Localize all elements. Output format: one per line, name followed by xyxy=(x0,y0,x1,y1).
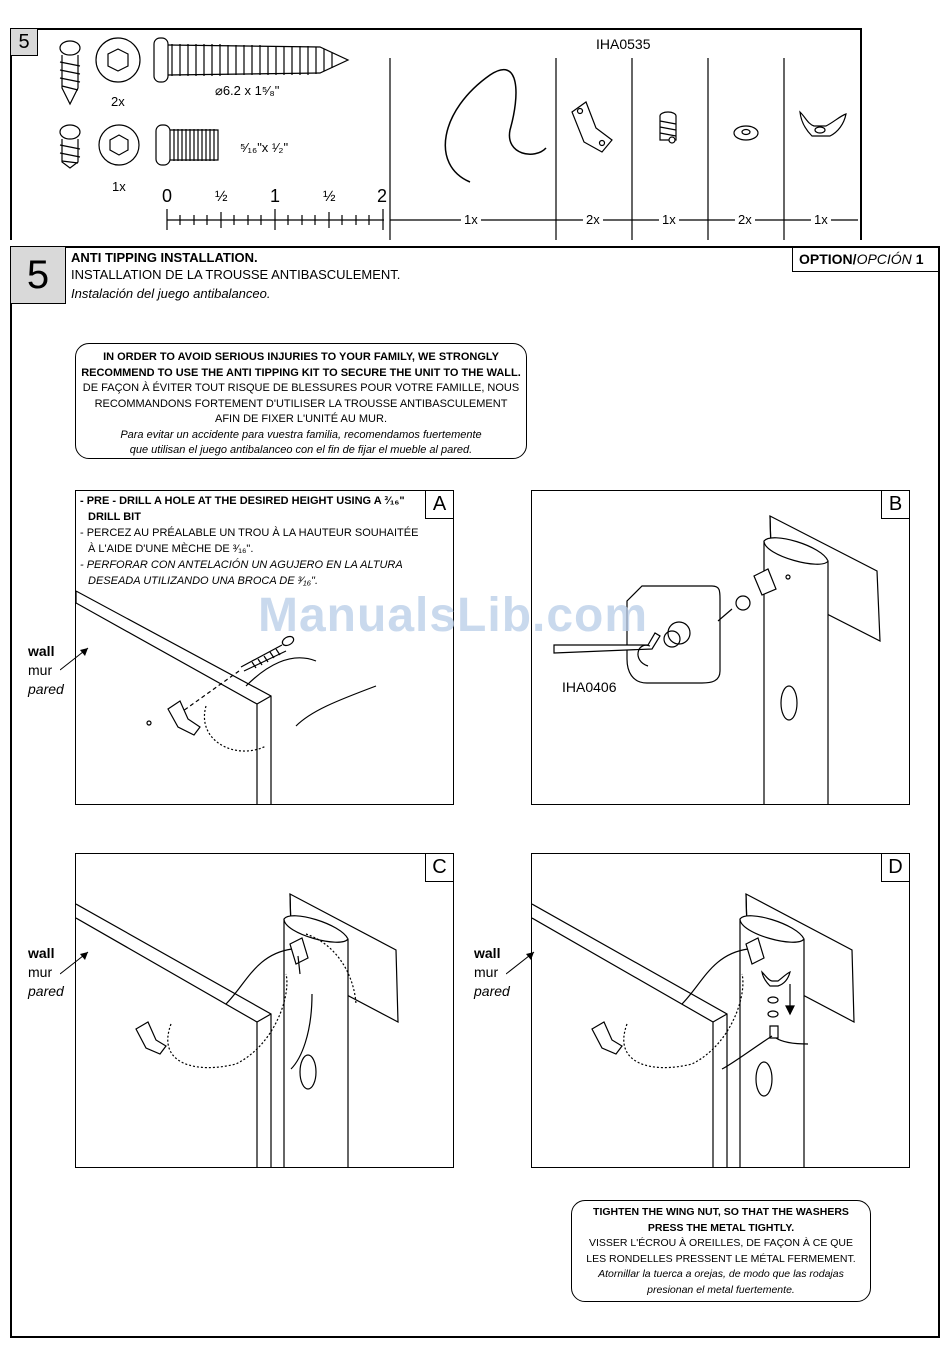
anchor-screw-icon xyxy=(240,635,295,672)
cable-icon xyxy=(444,68,547,183)
bracket-a-icon xyxy=(167,700,201,736)
cable-loop-c xyxy=(167,973,288,1069)
washer-icon xyxy=(733,125,759,141)
panel-a-drawing xyxy=(76,590,377,804)
hardware-panel xyxy=(10,28,862,240)
long-screw-size: ⌀6.2 x 1⁵⁄₈" xyxy=(215,83,280,98)
post-slot xyxy=(780,685,798,721)
part-code: IHA0535 xyxy=(596,36,651,52)
panel-d-drawing xyxy=(532,892,855,1167)
panel-c-letter: C xyxy=(425,854,453,882)
wall-arrow-c xyxy=(60,951,89,975)
inch-ruler xyxy=(166,209,384,230)
tool-callout xyxy=(626,585,721,684)
bracket-qty: 2x xyxy=(583,212,603,227)
long-screw-side-icon xyxy=(153,37,350,83)
cabinet-post-c xyxy=(283,915,349,1167)
tighten-note: TIGHTEN THE WING NUT, SO THAT THE WASHER… xyxy=(571,1200,871,1302)
bracket-b-icon xyxy=(753,568,777,596)
panel-a-letter: A xyxy=(425,491,453,519)
main-panel xyxy=(10,246,940,1338)
bracket-c-lower xyxy=(135,1021,167,1055)
cabinet-post xyxy=(763,537,829,804)
long-screw-icon xyxy=(59,40,81,106)
hardware-step-number: 5 xyxy=(10,28,38,56)
main-step-number: 5 xyxy=(10,246,66,304)
allen-key-icon xyxy=(553,632,661,654)
title-fr: INSTALLATION DE LA TROUSSE ANTIBASCULEME… xyxy=(71,267,401,282)
title-es: Instalación del juego antibalanceo. xyxy=(71,286,271,301)
cable-qty: 1x xyxy=(461,212,481,227)
long-screw-qty: 2x xyxy=(111,94,125,109)
bracket-d-lower xyxy=(591,1021,623,1055)
panel-b-drawing xyxy=(553,515,881,804)
wing-nut-qty: 1x xyxy=(811,212,831,227)
washer-d-2 xyxy=(767,1010,779,1018)
panel-a: A - PRE - DRILL A HOLE AT THE DESIRED HE… xyxy=(75,490,454,805)
short-bolt-qty: 1x xyxy=(112,179,126,194)
panel-d-letter: D xyxy=(881,854,909,882)
panel-b: B IHA0406 xyxy=(531,490,910,805)
wall-label-c: wall mur pared xyxy=(28,945,64,999)
bolt-qty: 1x xyxy=(659,212,679,227)
bolt-icon xyxy=(659,111,677,144)
warning-box: IN ORDER TO AVOID SERIOUS INJURIES TO YO… xyxy=(75,343,527,459)
ruler-label-2: 2 xyxy=(377,186,388,206)
title-en: ANTI TIPPING INSTALLATION. xyxy=(71,250,258,265)
bracket-c-upper xyxy=(289,937,309,965)
ruler-label-1: 1 xyxy=(270,186,281,206)
wall-arrow-d xyxy=(506,951,535,975)
post-slot-c xyxy=(299,1054,317,1090)
option-label: OPTION/OPCIÓN 1 xyxy=(792,248,938,272)
hex-head-icon xyxy=(95,37,141,83)
wing-nut-d xyxy=(761,970,791,987)
bracket-d-upper xyxy=(745,937,765,965)
wall-label-d: wall mur pared xyxy=(474,945,510,999)
watermark: ManualsLib.com xyxy=(258,589,649,642)
tool-code: IHA0406 xyxy=(562,679,617,695)
bolt-d xyxy=(769,1025,779,1039)
short-bolt-side-icon xyxy=(155,124,219,166)
wall-arrow-a xyxy=(60,647,89,671)
washer-d-1 xyxy=(767,996,779,1004)
post-slot-d xyxy=(755,1061,773,1097)
bracket-icon xyxy=(571,101,613,153)
panel-a-instructions: - PRE - DRILL A HOLE AT THE DESIRED HEIG… xyxy=(80,495,419,587)
washer-qty: 2x xyxy=(735,212,755,227)
wing-nut-icon xyxy=(799,110,847,137)
wall-label-a: wall mur pared xyxy=(28,643,64,697)
hex-head-small-icon xyxy=(98,124,140,166)
ruler-label-half-2: ½ xyxy=(323,188,336,205)
ruler-label-half-1: ½ xyxy=(215,188,228,205)
panel-d: D xyxy=(531,853,910,1168)
cable-loop-d xyxy=(623,973,744,1069)
ruler-label-0: 0 xyxy=(162,186,173,206)
short-bolt-size: ⁵⁄₁₆"x ¹⁄₂" xyxy=(240,140,289,155)
panel-b-letter: B xyxy=(881,491,909,519)
panel-c: C xyxy=(75,853,454,1168)
short-bolt-icon xyxy=(59,124,81,169)
hardware-drawings xyxy=(59,37,858,240)
panel-c-drawing xyxy=(76,892,399,1167)
cable-loop-dashed xyxy=(203,705,267,752)
